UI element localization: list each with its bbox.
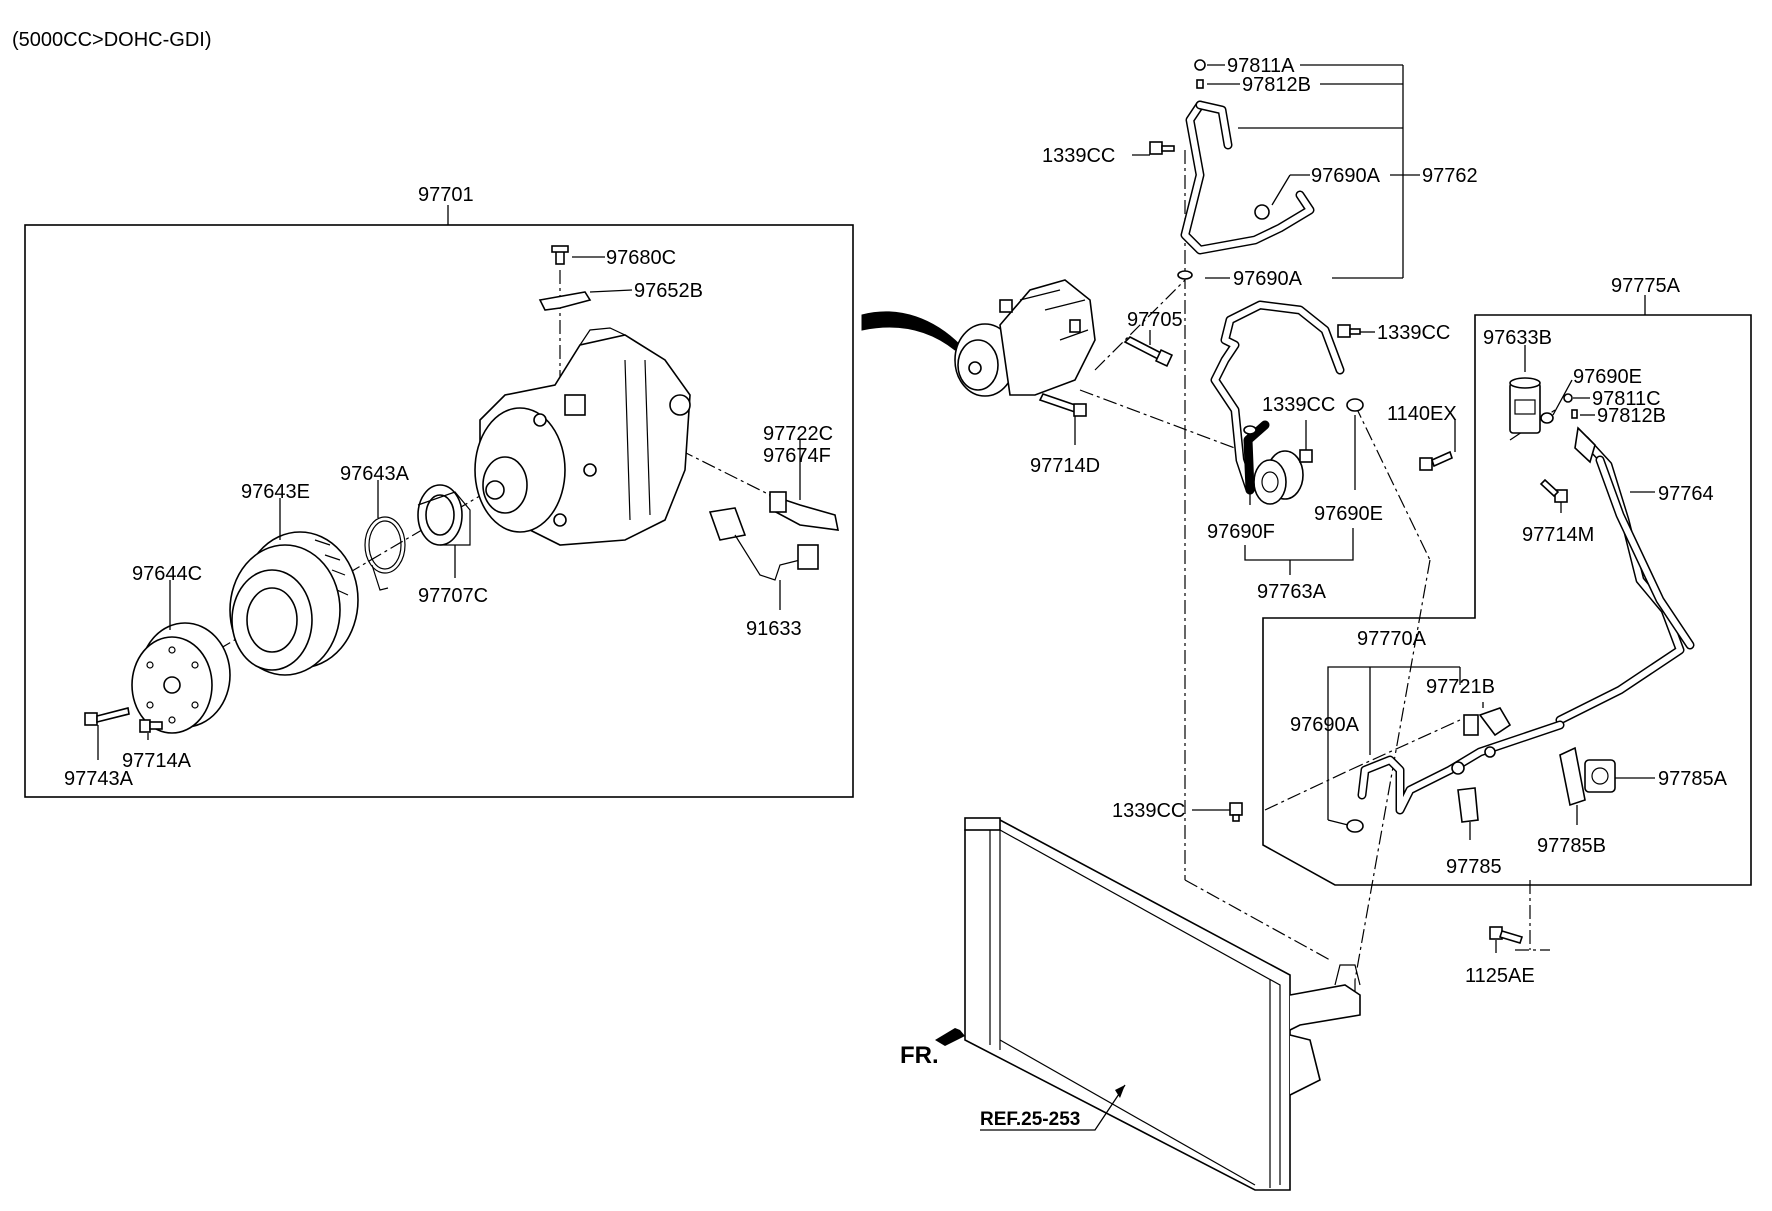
- reference-label: REF.25-253: [980, 1109, 1080, 1130]
- sensor-97721b-part: [1463, 707, 1512, 737]
- label-1339cc-a: 1339CC: [1042, 145, 1115, 167]
- label-97785a: 97785A: [1658, 768, 1728, 790]
- label-97690a-b: 97690A: [1233, 268, 1303, 290]
- reference-arrow: [861, 311, 961, 351]
- label-97811c: 97811C: [1592, 388, 1661, 410]
- bolt-1125ae-part: [1489, 926, 1524, 944]
- bolt-1339cc-d-part: [1229, 802, 1243, 822]
- engine-spec-label: (5000CC>DOHC-GDI): [12, 29, 211, 51]
- compressor-assembly-box: [24, 224, 854, 798]
- snap-ring-97643a-part: [364, 516, 406, 591]
- pulley-97643e-part: [229, 531, 359, 676]
- label-97690e-b: 97690E: [1573, 366, 1642, 388]
- label-1339cc-c: 1339CC: [1262, 394, 1335, 416]
- bolt-97705-part: [1123, 336, 1174, 368]
- label-97643a: 97643A: [340, 463, 410, 485]
- compressor-mounted-part: [954, 279, 1096, 397]
- clamp-97785b-part: [1559, 746, 1586, 807]
- condenser-part: [964, 817, 1361, 1191]
- label-97690a-a: 97690A: [1311, 165, 1381, 187]
- sensor-wire-91633-part: [708, 507, 819, 581]
- label-97763a: 97763A: [1257, 581, 1327, 603]
- bolt-1140ex-part: [1419, 450, 1453, 471]
- label-97690a-c: 97690A: [1290, 714, 1360, 736]
- label-97690e-a: 97690E: [1314, 503, 1383, 525]
- expansion-valve-97633b-part: [1509, 377, 1541, 434]
- label-97714a: 97714A: [122, 750, 192, 772]
- label-97701: 97701: [418, 184, 474, 206]
- label-97811a: 97811A: [1227, 55, 1295, 77]
- nut-97811a-part: [1194, 59, 1206, 71]
- label-97785: 97785: [1446, 856, 1502, 878]
- compressor-body-part: [474, 327, 691, 546]
- label-97812b-top: 97812B: [1242, 74, 1311, 96]
- oring-97690a-c-part: [1346, 819, 1364, 833]
- liquid-line-97770a-part: [1357, 720, 1565, 815]
- label-1125ae: 1125AE: [1465, 965, 1535, 987]
- label-97714d: 97714D: [1030, 455, 1100, 477]
- bolt-1339cc-b-part: [1337, 324, 1361, 338]
- compressor-assembly-group: 97701 97680C 97652B: [24, 184, 854, 798]
- label-97714m: 97714M: [1522, 524, 1594, 546]
- label-97633b: 97633B: [1483, 327, 1552, 349]
- pressure-switch-97722c-part: [769, 491, 840, 531]
- label-97722c: 97722C: [763, 423, 833, 445]
- label-1339cc-d: 1339CC: [1112, 800, 1185, 822]
- label-1140ex: 1140EX: [1387, 403, 1457, 425]
- label-97644c: 97644C: [132, 563, 202, 585]
- label-1339cc-b: 1339CC: [1377, 322, 1450, 344]
- suction-hose-97763a-part: [1210, 300, 1345, 505]
- bolt-97680c-part: [551, 245, 569, 265]
- label-97721b: 97721B: [1426, 676, 1495, 698]
- label-97652b: 97652B: [634, 280, 703, 302]
- liquid-line-box: [1262, 314, 1752, 886]
- label-97680c: 97680C: [606, 247, 676, 269]
- label-97775a: 97775A: [1611, 275, 1681, 297]
- bolt-97714a-part: [139, 719, 163, 733]
- oring-97690f-part: [1243, 425, 1257, 435]
- liquid-hose-97764-part: [1555, 426, 1695, 725]
- label-97743a: 97743A: [64, 768, 134, 790]
- front-label: FR.: [900, 1042, 939, 1069]
- label-97690f: 97690F: [1207, 521, 1275, 543]
- label-97812b-b: 97812B: [1597, 405, 1666, 427]
- bolt-97743a-part: [84, 707, 130, 726]
- label-97762: 97762: [1422, 165, 1478, 187]
- label-97674f: 97674F: [763, 445, 831, 467]
- nut-97811c-part: [1563, 393, 1573, 403]
- label-91633: 91633: [746, 618, 802, 640]
- bolt-97714d-part: [1038, 393, 1087, 417]
- oring-97690e-a-part: [1346, 398, 1364, 412]
- label-97705: 97705: [1127, 309, 1183, 331]
- label-97764: 97764: [1658, 483, 1714, 505]
- oring-97690a-top-part: [1177, 270, 1193, 280]
- clamp-97785a-part: [1584, 759, 1616, 793]
- label-97785b: 97785B: [1537, 835, 1606, 857]
- bolt-1339cc-a-part: [1149, 141, 1175, 155]
- label-97707c: 97707C: [418, 585, 488, 607]
- discharge-hose-97762-part: [1180, 100, 1315, 255]
- bolt-1339cc-c-part: [1299, 449, 1313, 463]
- liquid-line-assembly-group: 97775A 97633B 97690E 97811C 97812B 97764: [1112, 275, 1752, 886]
- hub-plate-97644c-part: [131, 622, 231, 734]
- washer-97812b-b-part: [1571, 409, 1578, 419]
- oring-97690e-b-part: [1540, 412, 1554, 424]
- bracket-97652b-part: [538, 291, 592, 311]
- label-97643e: 97643E: [241, 481, 310, 503]
- washer-97812b-part: [1196, 79, 1204, 89]
- front-arrow: [935, 1028, 965, 1046]
- bolt-97714m-part: [1539, 478, 1568, 503]
- label-97770a: 97770A: [1357, 628, 1427, 650]
- bearing-97707c-part: [417, 484, 471, 546]
- clamp-97785-part: [1457, 787, 1479, 823]
